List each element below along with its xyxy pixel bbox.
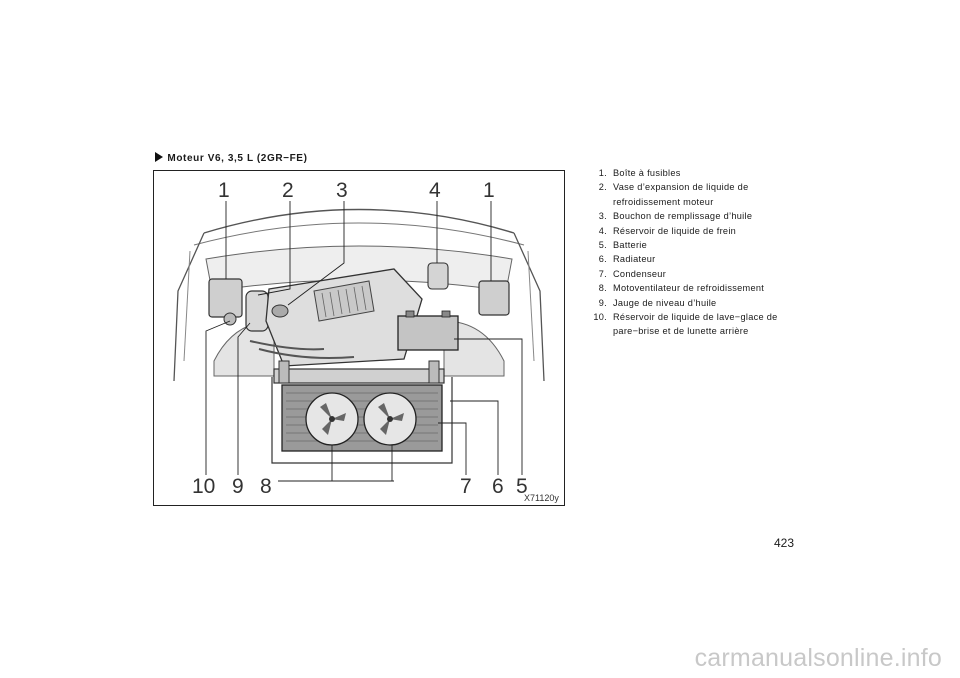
callout-bottom-10: 10 xyxy=(192,475,215,498)
callout-top-5: 1 xyxy=(483,179,495,202)
callout-top-3: 3 xyxy=(336,179,348,202)
legend-item: 2.Vase d’expansion de liquide de refroid… xyxy=(598,182,749,207)
engine-compartment-illustration: 1 2 3 4 1 10 9 8 7 6 5 X71120y xyxy=(153,170,565,506)
legend-item: 9.Jauge de niveau d’huile xyxy=(598,297,717,308)
legend-item: 10.Réservoir de liquide de lave−glace de… xyxy=(593,312,778,337)
legend-item: 4.Réservoir de liquide de frein xyxy=(598,225,737,236)
callout-bottom-5: 5 xyxy=(516,475,528,498)
legend-item: 7.Condenseur xyxy=(598,268,667,279)
legend-item: 6.Radiateur xyxy=(598,254,656,265)
figure-code: X71120y xyxy=(524,493,559,503)
callout-bottom-8: 8 xyxy=(260,475,272,498)
callout-bottom-6: 6 xyxy=(492,475,504,498)
watermark[interactable]: carmanualsonline.info xyxy=(694,644,942,672)
triangle-bullet-icon xyxy=(155,152,163,162)
section-title-text: Moteur V6, 3,5 L (2GR−FE) xyxy=(167,153,308,164)
parts-legend: 1.Boîte à fusibles 2.Vase d’expansion de… xyxy=(581,166,811,339)
legend-item: 8.Motoventilateur de refroidissement xyxy=(598,283,765,294)
engine-diagram: 1 2 3 4 1 10 9 8 7 6 5 X71120y xyxy=(173,179,559,503)
legend-item: 5.Batterie xyxy=(598,240,648,251)
callout-top-2: 2 xyxy=(282,179,294,202)
callout-top-4: 4 xyxy=(429,179,441,202)
legend-item: 3.Bouchon de remplissage d’huile xyxy=(598,211,753,222)
callout-bottom-9: 9 xyxy=(232,475,244,498)
legend-item: 1.Boîte à fusibles xyxy=(598,168,681,178)
section-title: Moteur V6, 3,5 L (2GR−FE) xyxy=(155,152,308,164)
callout-bottom-7: 7 xyxy=(460,475,472,498)
callout-top-1: 1 xyxy=(218,179,230,202)
page-number: 423 xyxy=(774,536,795,550)
